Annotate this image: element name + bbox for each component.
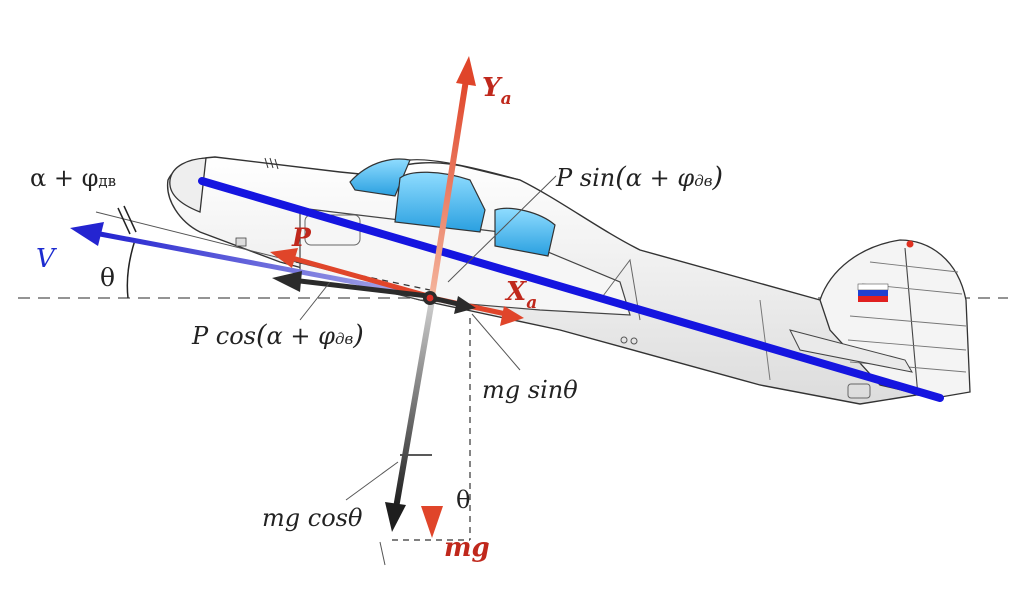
label-thrust: P	[291, 223, 312, 252]
thrust-vector	[270, 248, 429, 299]
theta-arc-left	[126, 239, 136, 299]
label-alpha-phi: α + φдв	[30, 164, 116, 192]
label-velocity: V	[36, 244, 57, 274]
label-drag: Xa	[504, 277, 537, 313]
flag-icon	[857, 283, 889, 302]
label-lift: Ya	[482, 73, 512, 109]
fuselage-stripe	[198, 177, 944, 402]
label-weight: mg	[444, 533, 490, 563]
canopy-side-2	[494, 207, 556, 257]
label-p-sin: P sin(α + φдв)	[555, 162, 723, 193]
mg-cos-vector	[385, 299, 435, 532]
label-theta-bottom: θ	[456, 486, 470, 514]
canopy-side-1	[394, 171, 486, 233]
velocity-vector	[70, 222, 429, 299]
label-mg-cos: mg cosθ	[262, 504, 363, 532]
label-p-cos: P cos(α + φдв)	[191, 320, 364, 351]
label-mg-sin: mg sinθ	[482, 376, 578, 404]
label-theta-left: θ	[100, 263, 115, 292]
center-of-mass	[423, 291, 437, 305]
stabilizer	[789, 329, 913, 373]
lift-vector	[429, 56, 476, 297]
p-cos-vector	[272, 271, 429, 299]
alpha-phi-arc	[117, 207, 131, 235]
weight-vector	[421, 300, 443, 538]
